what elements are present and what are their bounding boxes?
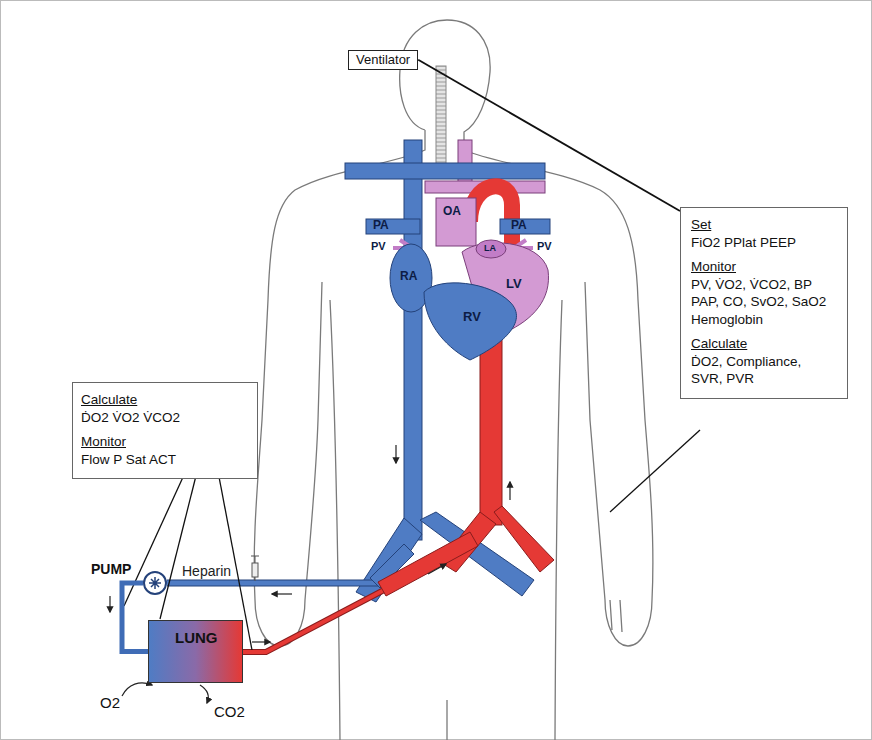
iliac-artery-right [494, 506, 554, 572]
anatomy-label: OA [443, 205, 461, 219]
node-text: ḊO2, Compliance, SVR, PVR [691, 353, 827, 388]
gas-label: CO2 [214, 703, 245, 720]
section-heading: Calculate [691, 335, 827, 353]
drug-label: Heparin [182, 563, 231, 579]
node-text: PV, V̇O2, V̇CO2, BP PAP, CO, SvO2, SaO2 … [691, 276, 827, 329]
flow-arrow [395, 445, 396, 463]
section-heading: Monitor [81, 433, 247, 451]
leader-line [610, 430, 700, 512]
node-text: FiO2 PPlat PEEP [691, 234, 827, 252]
venous-tube-outline [167, 580, 378, 587]
oxygenator-box: LUNG [148, 620, 243, 683]
anatomy-label: LA [484, 243, 496, 253]
return-tube [243, 590, 384, 652]
vena-cava [404, 140, 422, 540]
node-text: ḊO2 V̇O2 V̇CO2 [81, 409, 247, 427]
flow-arrow [109, 596, 110, 612]
syringe-plunger [255, 556, 256, 563]
return-tube-outline [243, 590, 384, 652]
node-text: PUMP [91, 561, 131, 577]
pump-circle: PUMP [143, 571, 167, 595]
node-text: Flow P Sat ACT [81, 451, 247, 469]
left-atrium [476, 240, 506, 258]
anatomy-label: PV [371, 240, 386, 253]
oxygen-in-arrow [122, 683, 152, 696]
leader-connector [418, 60, 680, 211]
venous-tube [167, 581, 378, 586]
anatomy-label: PV [537, 240, 552, 253]
section-heading: Calculate [81, 391, 247, 409]
anatomy-label: PA [373, 219, 389, 233]
ecmo-circuit [149, 532, 478, 652]
syringe-handle [251, 556, 259, 557]
gas-label: O2 [100, 694, 120, 711]
tube-connector [122, 583, 148, 652]
pump-rotor [149, 577, 161, 589]
torso-outline [330, 300, 562, 740]
anatomy-label: PA [511, 219, 527, 233]
hand-outline [255, 600, 652, 646]
flow-arrow [509, 482, 510, 500]
head-shoulders-outline [254, 20, 653, 600]
outflow-trunk [436, 198, 476, 246]
flow-arrows [110, 445, 510, 703]
node-text: LUNG [175, 629, 242, 646]
ventilator-box: Ventilator [348, 50, 418, 70]
syringe-barrel [252, 563, 258, 577]
flow-arrow [272, 593, 292, 594]
right-ventricle [424, 283, 516, 360]
info-box: SetFiO2 PPlat PEEP MonitorPV, V̇O2, V̇CO2… [680, 207, 848, 399]
flow-arrow [252, 641, 270, 642]
section-heading: Monitor [691, 258, 827, 276]
info-box: CalculateḊO2 V̇O2 V̇CO2MonitorFlow P Sat… [72, 382, 258, 479]
body-outline [254, 20, 653, 740]
anatomy-label: LV [506, 277, 522, 292]
inner-arm-outline [305, 282, 605, 600]
arterial-cannula [378, 532, 478, 596]
brachiocephalic-vein [345, 163, 545, 179]
heparin-syringe [251, 556, 259, 581]
co2-out-arrow [200, 685, 208, 703]
anatomy-label: RV [463, 310, 481, 325]
syringe-needle [255, 577, 256, 581]
vessels [345, 140, 554, 602]
ventilator-tube [436, 66, 446, 178]
anatomy-label: RA [400, 270, 417, 284]
pulmonary-artery-right [500, 219, 550, 234]
pulmonary-artery-left [366, 219, 420, 234]
flow-arrow [428, 564, 446, 574]
section-heading: Set [691, 216, 827, 234]
node-text: Ventilator [356, 52, 410, 68]
